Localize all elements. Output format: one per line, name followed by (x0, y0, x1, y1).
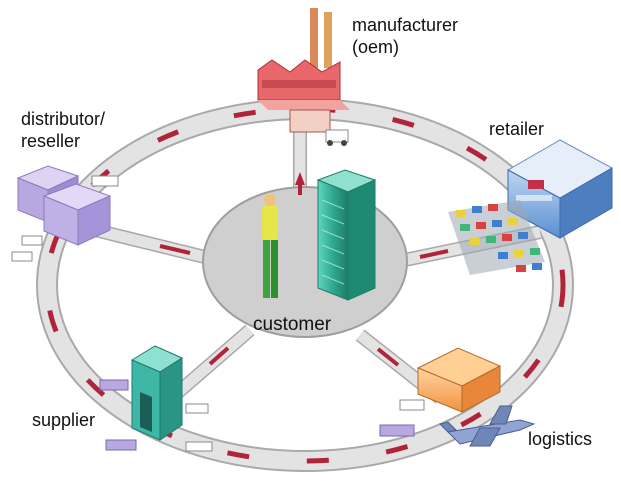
distributor-label: distributor/ reseller (21, 108, 105, 152)
factory-icon (257, 8, 350, 195)
parking-lot-icon (448, 200, 545, 275)
logistics-warehouse-icon (379, 347, 502, 437)
airplane-icon (439, 405, 536, 447)
supplier-label: supplier (32, 410, 96, 430)
customer-person-icon (262, 194, 278, 298)
retailer-label: retailer (489, 119, 545, 139)
office-tower-icon (316, 169, 377, 301)
distributor-label-line2: reseller (21, 131, 81, 151)
customer-label: customer (253, 314, 332, 335)
distributor-label-line1: distributor/ (21, 109, 106, 129)
manufacturer-label-line2: (oem) (352, 37, 400, 57)
manufacturer-label-line1: manufacturer (352, 15, 459, 35)
spoke-supplier (170, 324, 255, 401)
ring-dashes (44, 106, 566, 464)
retail-store-icon (506, 139, 614, 239)
logistics-label: logistics (528, 429, 593, 449)
supplier-building-icon (99, 345, 213, 452)
distributor-warehouse-icon (11, 165, 119, 262)
manufacturer-label: manufacturer (oem) (352, 14, 458, 58)
